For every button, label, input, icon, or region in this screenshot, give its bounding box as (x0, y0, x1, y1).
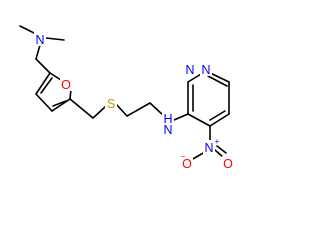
bond-ch2-ch2 (126, 102, 151, 117)
bond-ch2-s (92, 106, 106, 119)
amine-nh-nitrogen-label: N (163, 123, 172, 137)
nitro-oxygen-bottom-charge: − (181, 152, 186, 161)
bond-furan-c2-o (49, 72, 62, 81)
bond-nitro-o-bottom (190, 151, 206, 161)
nitro-oxygen-right-label: O (223, 157, 233, 171)
amine-hydrogen-label: H (163, 112, 172, 126)
molecule-structure: N O S H N N N N + O − O (19, 25, 234, 171)
bond-furan-c3-c2 (35, 72, 51, 95)
bond-nh-ring (173, 113, 189, 121)
sulfur-label: S (107, 97, 115, 111)
amine-nitrogen-label: N (35, 33, 44, 47)
bond-furan-c4-c3 (35, 93, 53, 112)
nitro-nitrogen-charge: + (215, 137, 220, 146)
bond-ring-n1-c6-double (207, 75, 228, 87)
bond-furan-c5-c4 (51, 98, 71, 112)
nitro-oxygen-bottom-label: O (182, 157, 192, 171)
bond-nitro-o-right (214, 149, 224, 158)
bond-nitro-o-right-double (216, 145, 227, 154)
bond-ring-c4-c3 (187, 113, 211, 127)
bond-furan-c3-c2-double (40, 77, 53, 94)
bond-c5-ch2 (69, 98, 94, 119)
bond-ch2-furan (35, 58, 51, 74)
bond-n-ch2 (35, 44, 41, 60)
pyridazine-nitrogen-1-label: N (185, 63, 194, 77)
bond-ch2-nh (149, 102, 165, 117)
bond-ring-c5-c4 (209, 113, 230, 127)
furan-oxygen-label: O (61, 78, 71, 92)
bond-ring-c5-c4-double (209, 110, 226, 121)
bond-s-ch2 (115, 103, 128, 117)
nitro-nitrogen-label: N (204, 141, 213, 155)
pyridazine-nitrogen-2-label: N (201, 63, 210, 77)
bond-methyl-right (45, 37, 65, 41)
bond-furan-c5-c4-double (52, 100, 67, 107)
